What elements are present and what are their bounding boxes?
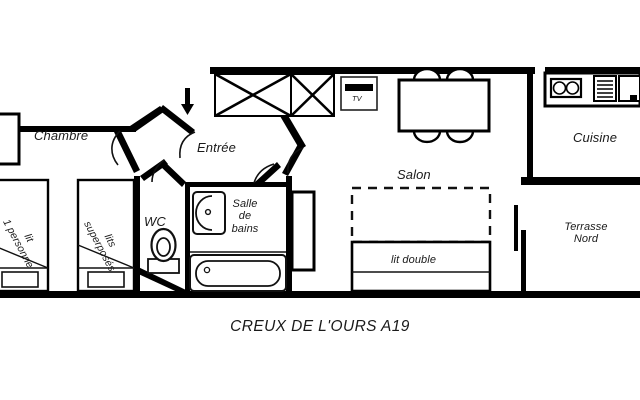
dining-table-icon bbox=[397, 67, 491, 144]
door-swing-bathroom-left bbox=[151, 159, 165, 183]
terrasse-line-2: Nord bbox=[573, 233, 599, 246]
closet-icon bbox=[0, 112, 21, 166]
closet-entry-2 bbox=[290, 73, 335, 117]
wall-wc-diagonal bbox=[134, 265, 186, 296]
furniture-label-lit-double: lit double bbox=[391, 254, 437, 266]
door-swing-bathroom-right bbox=[253, 163, 275, 184]
sofa-bed bbox=[350, 240, 492, 293]
wall-right-upper bbox=[527, 73, 533, 177]
salle-de-bains-line-2: de bbox=[238, 210, 252, 223]
wall-angle-f bbox=[159, 160, 186, 187]
bed-single bbox=[0, 178, 50, 293]
wall-angle-h bbox=[255, 162, 281, 187]
closet-entry-1 bbox=[214, 72, 292, 118]
kitchen-counter bbox=[543, 71, 640, 108]
wall-angle-g bbox=[140, 159, 168, 181]
walls bbox=[0, 67, 640, 298]
wall-bottom-main bbox=[0, 291, 640, 298]
room-label-wc: WC bbox=[144, 214, 166, 229]
wall-angle-b bbox=[159, 105, 195, 135]
wall-wc-left bbox=[134, 176, 140, 291]
door-swing-chambre bbox=[111, 130, 121, 166]
washbasin-icon bbox=[192, 191, 226, 235]
wall-terrasse-stub-2 bbox=[514, 205, 518, 251]
salle-de-bains-line-3: bains bbox=[231, 222, 259, 235]
wall-angle-d bbox=[280, 112, 306, 150]
wall-angle-c bbox=[114, 129, 140, 173]
wardrobe-icon bbox=[290, 190, 316, 272]
wall-terrasse-stub bbox=[521, 230, 526, 291]
cooktop-icon bbox=[593, 75, 617, 102]
room-label-cuisine: Cuisine bbox=[573, 130, 618, 145]
wall-cuisine-top bbox=[545, 67, 640, 73]
toilet-icon bbox=[147, 227, 180, 274]
wall-terrasse-top bbox=[521, 177, 640, 185]
wall-upper-main bbox=[210, 67, 535, 74]
salle-de-bains-line-1: Salle bbox=[232, 198, 258, 210]
tv-icon bbox=[340, 76, 378, 111]
wall-bathroom-top bbox=[185, 182, 287, 187]
bed-bunk bbox=[76, 178, 136, 293]
bathtub-icon bbox=[189, 254, 287, 292]
door-swing-entry bbox=[179, 131, 196, 159]
down-arrow-icon bbox=[181, 88, 194, 115]
room-label-chambre: Chambre bbox=[34, 128, 89, 143]
room-label-terrasse-nord: Terrasse Nord bbox=[553, 221, 619, 246]
sofa-bed-extended-outline bbox=[350, 186, 492, 244]
wall-salon-left bbox=[286, 176, 292, 291]
room-label-salon: Salon bbox=[397, 167, 431, 182]
wall-bathroom-left bbox=[185, 182, 190, 291]
furniture-label-tv: TV bbox=[352, 94, 362, 103]
door-swing-salon bbox=[287, 147, 304, 174]
wall-chambre-top bbox=[0, 126, 136, 132]
door-swings bbox=[111, 130, 304, 184]
room-label-entree: Entrée bbox=[197, 140, 236, 155]
room-label-salle-de-bains: Salle de bains bbox=[219, 198, 271, 235]
wall-angle-a bbox=[130, 106, 165, 132]
terrasse-line-1: Terrasse bbox=[564, 221, 608, 233]
sink-icon bbox=[549, 77, 583, 99]
plan-title: CREUX DE L'OURS A19 bbox=[230, 318, 410, 335]
cabinet-icon bbox=[618, 75, 640, 102]
